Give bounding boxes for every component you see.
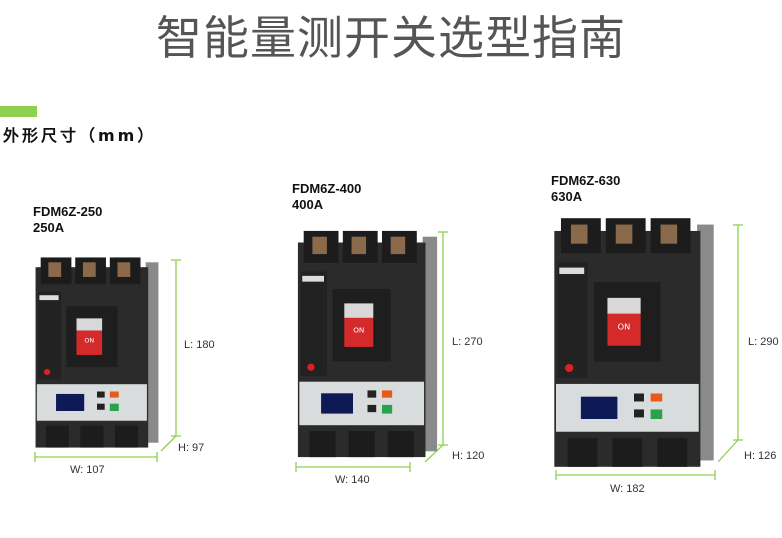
height-dimension: H: 126: [744, 450, 777, 462]
p3-height-line: [717, 439, 739, 463]
section-accent-bar: [0, 106, 37, 117]
section-heading: 外形尺寸（mm）: [3, 126, 157, 145]
p1-height-line: [160, 435, 177, 452]
length-dimension: L: 270: [452, 336, 483, 348]
height-dimension: H: 97: [178, 442, 205, 454]
product-2-label: FDM6Z-400 400A: [292, 181, 361, 213]
length-dimension: L: 290: [748, 336, 779, 348]
page-title: 智能量测开关选型指南: [156, 11, 626, 65]
length-dimension: L: 180: [184, 339, 215, 351]
model-name: FDM6Z-400: [292, 181, 362, 196]
model-name: FDM6Z-250: [33, 204, 103, 219]
width-dimension: W: 140: [335, 474, 370, 486]
product-3-label: FDM6Z-630 630A: [551, 173, 620, 205]
svg-text:ON: ON: [353, 325, 364, 334]
breaker-image: ON: [551, 215, 717, 470]
current-rating: 400A: [292, 197, 324, 212]
width-dimension: W: 182: [610, 483, 645, 495]
svg-text:ON: ON: [84, 338, 94, 345]
current-rating: 630A: [551, 189, 583, 204]
product-1-label: FDM6Z-250 250A: [33, 204, 102, 236]
height-dimension: H: 120: [452, 450, 485, 462]
svg-text:ON: ON: [618, 322, 631, 332]
current-rating: 250A: [33, 220, 65, 235]
model-name: FDM6Z-630: [551, 173, 621, 188]
breaker-image: ON: [295, 228, 440, 460]
breaker-image: ON: [33, 255, 161, 450]
width-dimension: W: 107: [70, 464, 105, 476]
